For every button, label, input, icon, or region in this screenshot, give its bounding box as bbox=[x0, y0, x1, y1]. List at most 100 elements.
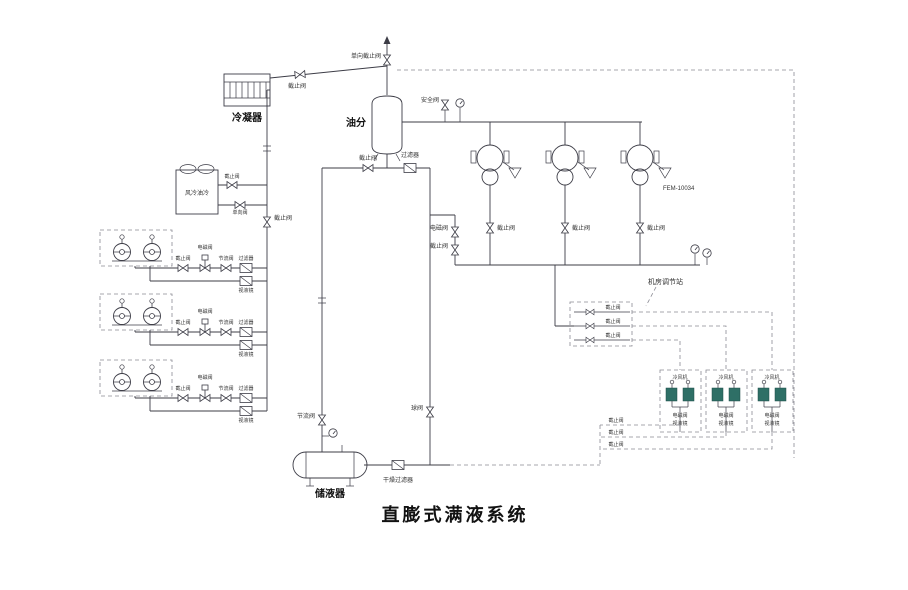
system-title: 直膨式满液系统 bbox=[382, 504, 529, 525]
expansion-valve-icon bbox=[728, 387, 741, 402]
pump-icon bbox=[113, 234, 131, 261]
solenoid-valve-label: 电磁阀 bbox=[764, 412, 779, 419]
condenser-label: 冷凝器 bbox=[232, 111, 263, 124]
pump-icon bbox=[113, 298, 131, 325]
control-station-label: 机房调节站 bbox=[648, 277, 683, 286]
throttle-valve-icon bbox=[220, 264, 232, 272]
receiver bbox=[292, 445, 368, 487]
stop-valve-icon bbox=[585, 336, 595, 344]
solenoid-valve-icon bbox=[451, 226, 459, 238]
terminal-unit-2: 冷风机 电磁阀 视液镜 bbox=[705, 369, 748, 433]
stop-valve-icon bbox=[177, 264, 189, 272]
liquid-line bbox=[318, 168, 338, 452]
expansion-valve-icon bbox=[757, 387, 770, 402]
pressure-gauge-icon bbox=[455, 98, 465, 108]
stop-valve-label: 截止阀 bbox=[608, 441, 623, 448]
stop-valve-label: 截止阀 bbox=[175, 319, 190, 326]
throttle-valve-icon bbox=[318, 414, 326, 426]
pressure-gauge-icon bbox=[690, 244, 700, 254]
unit-return-line bbox=[600, 432, 773, 450]
condenser bbox=[223, 73, 271, 107]
bypass-line bbox=[426, 168, 455, 465]
stop-valve-label: 截止阀 bbox=[224, 173, 239, 180]
solenoid-valve-label: 电磁阀 bbox=[197, 374, 212, 381]
terminal-unit-3: 冷风机 电磁阀 视液镜 bbox=[751, 369, 794, 433]
expansion-valve-icon bbox=[665, 387, 678, 402]
main-riser bbox=[263, 89, 271, 398]
dry-filter-label: 干燥过滤器 bbox=[383, 476, 413, 484]
vent-line bbox=[383, 36, 391, 95]
check-valve-label: 单向阀 bbox=[232, 209, 247, 216]
filter-label: 过滤器 bbox=[401, 151, 419, 159]
stop-valve-icon bbox=[263, 216, 271, 228]
safety-valve-icon bbox=[441, 99, 449, 111]
stop-valve-label: 截止阀 bbox=[647, 224, 665, 232]
filter-label: 过滤器 bbox=[238, 255, 253, 262]
oil-separator bbox=[371, 95, 403, 168]
check-valve-icon bbox=[234, 201, 246, 209]
condenser-inlet-line bbox=[269, 65, 388, 79]
stop-valve-icon bbox=[177, 394, 189, 402]
fan-icon bbox=[179, 164, 197, 174]
valve-station bbox=[554, 265, 633, 347]
solenoid-valve-label: 电磁阀 bbox=[197, 308, 212, 315]
fan-icon bbox=[197, 164, 215, 174]
filter-icon bbox=[239, 263, 253, 273]
throttle-valve-label: 节流阀 bbox=[218, 255, 233, 262]
sight-glass-icon bbox=[239, 276, 253, 286]
filter-icon bbox=[403, 163, 417, 173]
safety-valve-label: 安全阀 bbox=[421, 96, 439, 104]
oil-cooler-label: 风冷油冷 bbox=[185, 189, 209, 197]
stop-valve-icon bbox=[561, 222, 569, 234]
air-cooled-oil-cooler: 风冷油冷 bbox=[175, 164, 267, 215]
throttle-valve-label: 节流阀 bbox=[297, 412, 315, 420]
throttle-valve-label: 节流阀 bbox=[218, 385, 233, 392]
pump-icon bbox=[113, 364, 131, 391]
unit-return-line bbox=[600, 432, 727, 438]
sight-glass-label: 视液镜 bbox=[238, 417, 253, 424]
unit-feed-line bbox=[632, 311, 773, 370]
pump-icon bbox=[143, 234, 161, 261]
terminal-unit-label: 冷风机 bbox=[764, 374, 779, 381]
stop-valve-icon bbox=[585, 322, 595, 330]
sight-glass-label: 视液镜 bbox=[672, 420, 687, 427]
check-stop-valve-icon bbox=[383, 54, 391, 66]
stop-valve-label: 截止阀 bbox=[288, 82, 306, 90]
stop-valve-icon bbox=[362, 164, 374, 172]
throttle-valve-label: 节流阀 bbox=[218, 319, 233, 326]
stop-valve-icon bbox=[294, 70, 306, 79]
filter-icon bbox=[239, 327, 253, 337]
throttle-valve-icon bbox=[220, 394, 232, 402]
pump-icon bbox=[143, 364, 161, 391]
throttle-valve-icon bbox=[220, 328, 232, 336]
sight-glass-icon bbox=[239, 406, 253, 416]
oil-separator-label: 油分 bbox=[346, 116, 366, 129]
lower-header bbox=[455, 244, 712, 266]
stop-valve-label: 截止阀 bbox=[175, 385, 190, 392]
stop-valve-icon bbox=[486, 222, 494, 234]
expansion-valve-icon bbox=[711, 387, 724, 402]
filter-label: 过滤器 bbox=[238, 385, 253, 392]
sight-glass-icon bbox=[239, 340, 253, 350]
compressor-3 bbox=[620, 122, 672, 265]
filter-icon bbox=[239, 393, 253, 403]
terminal-unit-label: 冷风机 bbox=[672, 374, 687, 381]
solenoid-valve-icon bbox=[199, 384, 211, 402]
pump-icon bbox=[143, 298, 161, 325]
stop-valve-icon bbox=[177, 328, 189, 336]
sight-glass-label: 视液镜 bbox=[718, 420, 733, 427]
terminal-unit-label: 冷风机 bbox=[718, 374, 733, 381]
check-stop-valve-label: 单向截止阀 bbox=[351, 52, 381, 60]
terminal-unit-1: 冷风机 电磁阀 视液镜 bbox=[659, 369, 702, 433]
stop-valve-icon bbox=[226, 181, 238, 189]
evaporator-unit-3: 截止阀 节流阀 过滤器 电磁阀 视液镜 bbox=[99, 359, 268, 424]
leader-line bbox=[645, 286, 657, 307]
stop-valve-label: 截止阀 bbox=[608, 417, 623, 424]
solenoid-valve-label: 电磁阀 bbox=[672, 412, 687, 419]
solenoid-valve-label: 电磁阀 bbox=[718, 412, 733, 419]
solenoid-valve-label: 电磁阀 bbox=[430, 224, 448, 232]
compressor-tag: FEM-10034 bbox=[663, 186, 695, 192]
evaporator-unit-2: 截止阀 节流阀 过滤器 电磁阀 视液镜 bbox=[99, 293, 267, 358]
